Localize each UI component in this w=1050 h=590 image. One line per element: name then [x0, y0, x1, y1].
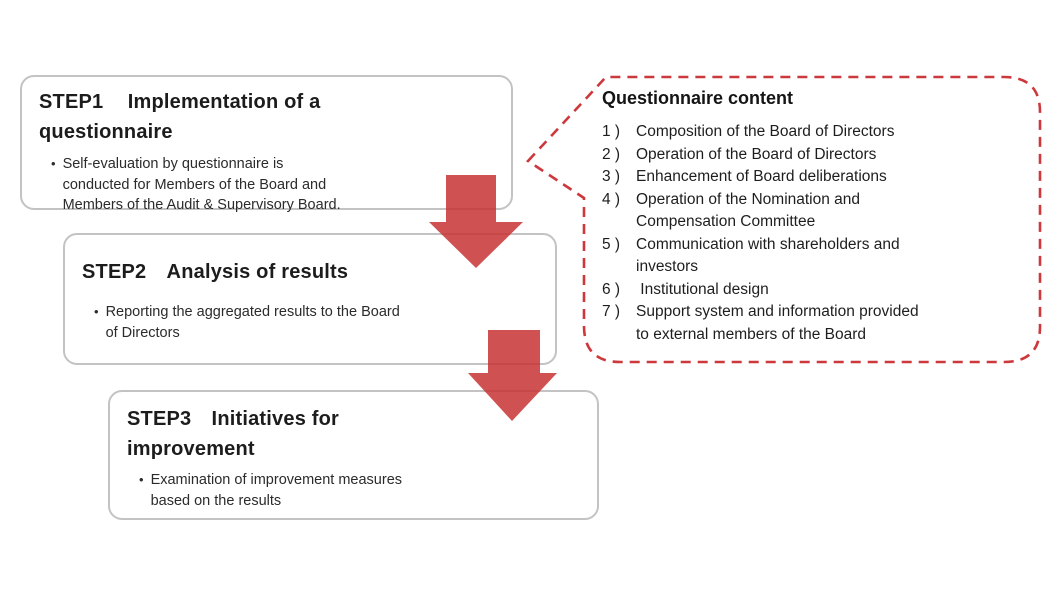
- step3-bullet: • Examination of improvement measures ba…: [139, 470, 581, 511]
- step2-heading: STEP2 Analysis of results: [82, 261, 349, 283]
- bubble-item: 4 ) Operation of the Nomination and Comp…: [602, 189, 1027, 234]
- bubble-item-number: 2 ): [602, 145, 621, 163]
- bubble-item-number: 7 ): [602, 303, 621, 320]
- bullet-dot-icon: •: [94, 304, 99, 319]
- bubble-item: 5 ) Communication with shareholders and …: [602, 234, 1027, 279]
- bubble-item-text: Operation of the Board of Directors: [636, 145, 877, 163]
- step2-bullet: • Reporting the aggregated results to th…: [94, 302, 539, 343]
- bubble-title: Questionnaire content: [602, 88, 794, 108]
- bullet-dot-icon: •: [139, 472, 144, 487]
- step1-heading: STEP1 Implementation of a questionnaire: [39, 91, 321, 143]
- step2-box: STEP2 Analysis of results • Reporting th…: [63, 233, 557, 365]
- bubble-item-text: Enhancement of Board deliberations: [636, 168, 887, 185]
- bubble-item-text: Operation of the Nomination and Compensa…: [636, 190, 861, 231]
- bubble-item: 3 ) Enhancement of Board deliberations: [602, 166, 1027, 189]
- bubble-item-number: 3 ): [602, 168, 621, 185]
- step3-box: STEP3 Initiatives for improvement • Exam…: [108, 390, 599, 520]
- bubble-item-number: 6 ): [602, 280, 621, 298]
- bubble-item: 1 ) Composition of the Board of Director…: [602, 121, 1027, 144]
- bubble-item-text: Communication with shareholders and inve…: [636, 235, 900, 276]
- bubble-item: 2 ) Operation of the Board of Directors: [602, 144, 1027, 167]
- bubble-item-text: Composition of the Board of Directors: [636, 123, 895, 140]
- bubble-item-number: 5 ): [602, 235, 621, 253]
- step1-box: STEP1 Implementation of a questionnaire …: [20, 75, 513, 213]
- bubble-item-number: 4 ): [602, 190, 621, 208]
- bubble-item: 7 ) Support system and information provi…: [602, 301, 1027, 346]
- questionnaire-bubble: Questionnaire content 1 ) Composition of…: [602, 86, 1027, 346]
- bubble-item-number: 1 ): [602, 123, 621, 140]
- bubble-list: 1 ) Composition of the Board of Director…: [602, 121, 1027, 346]
- step3-bullet-text: Examination of improvement measures base…: [150, 472, 403, 509]
- step3-heading: STEP3 Initiatives for improvement: [127, 408, 340, 460]
- bullet-dot-icon: •: [51, 156, 56, 171]
- step1-bullet-text: Self-evaluation by questionnaire is cond…: [62, 156, 341, 213]
- step2-bullet-text: Reporting the aggregated results to the …: [105, 304, 400, 341]
- bubble-item-text: Institutional design: [636, 280, 769, 298]
- step1-bullet: • Self-evaluation by questionnaire is co…: [51, 154, 495, 216]
- bubble-item-text: Support system and information provided …: [636, 303, 919, 343]
- bubble-item: 6 ) Institutional design: [602, 279, 1027, 302]
